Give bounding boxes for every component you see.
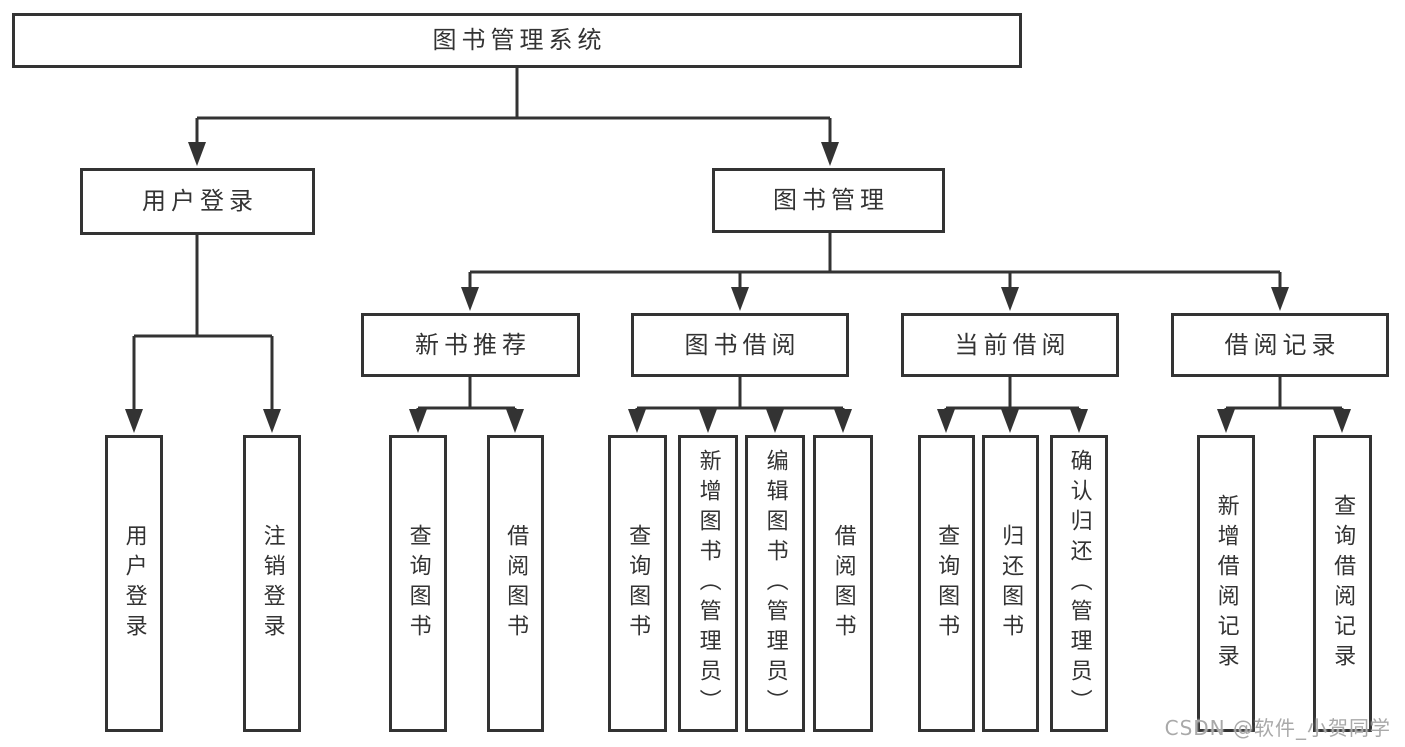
leaf-confirm-return-admin: 确认归还（管理员） — [1050, 435, 1108, 732]
node-library-management-system: 图书管理系统 — [12, 13, 1022, 68]
node-borrow-records: 借阅记录 — [1171, 313, 1389, 377]
node-label: 图书管理 — [773, 186, 889, 215]
node-label: 借阅图书 — [830, 523, 856, 644]
arrow-down-icon — [1217, 409, 1235, 433]
arrow-down-icon — [1001, 287, 1019, 311]
node-label: 当前借阅 — [954, 330, 1071, 359]
node-label: 借阅图书 — [503, 523, 529, 644]
arrow-down-icon — [1001, 409, 1019, 433]
leaf-query-book-recommend: 查询图书 — [389, 435, 447, 732]
leaf-add-book-admin: 新增图书（管理员） — [678, 435, 738, 732]
arrow-down-icon — [1271, 287, 1289, 311]
node-label: 编辑图书（管理员） — [762, 448, 788, 719]
arrow-down-icon — [506, 409, 524, 433]
connector-user-login-children — [132, 235, 274, 411]
node-label: 确认归还（管理员） — [1066, 448, 1092, 719]
node-label: 查询图书 — [405, 523, 431, 644]
connector-book-borrow-children — [635, 377, 845, 410]
node-label: 图书借阅 — [684, 330, 801, 359]
arrow-down-icon — [125, 409, 143, 433]
node-label: 新增借阅记录 — [1213, 493, 1239, 674]
arrow-down-icon — [409, 409, 427, 433]
arrow-down-icon — [821, 142, 839, 166]
connector-new-book-children — [416, 377, 517, 410]
leaf-logout: 注销登录 — [243, 435, 301, 732]
arrow-down-icon — [834, 409, 852, 433]
node-book-borrow: 图书借阅 — [631, 313, 849, 377]
leaf-edit-book-admin: 编辑图书（管理员） — [745, 435, 805, 732]
leaf-return-book: 归还图书 — [982, 435, 1039, 732]
node-current-borrow: 当前借阅 — [901, 313, 1119, 377]
arrow-down-icon — [1070, 409, 1088, 433]
node-label: 归还图书 — [998, 523, 1024, 644]
connector-root-to-level2 — [195, 68, 832, 144]
node-label: 图书管理系统 — [432, 26, 607, 55]
node-label: 用户登录 — [142, 187, 258, 216]
node-label: 新增图书（管理员） — [695, 448, 721, 719]
node-label: 新书推荐 — [415, 330, 531, 359]
node-user-login: 用户登录 — [80, 168, 315, 235]
connector-current-borrow-children — [944, 377, 1081, 410]
leaf-query-book-current: 查询图书 — [918, 435, 975, 732]
arrow-down-icon — [461, 287, 479, 311]
leaf-add-borrow-record: 新增借阅记录 — [1197, 435, 1255, 732]
arrow-down-icon — [699, 409, 717, 433]
leaf-query-borrow-record: 查询借阅记录 — [1313, 435, 1372, 732]
arrowheads — [125, 142, 1351, 433]
connector-borrow-records-children — [1224, 377, 1344, 410]
node-label: 查询图书 — [625, 523, 651, 644]
arrow-down-icon — [731, 287, 749, 311]
arrow-down-icon — [1333, 409, 1351, 433]
node-label: 查询借阅记录 — [1330, 493, 1356, 674]
connector-book-management-children — [468, 233, 1282, 289]
csdn-watermark: CSDN @软件_小贺同学 — [1164, 716, 1391, 740]
arrow-down-icon — [766, 409, 784, 433]
arrow-down-icon — [263, 409, 281, 433]
arrow-down-icon — [628, 409, 646, 433]
node-book-management: 图书管理 — [712, 168, 945, 233]
arrow-down-icon — [188, 142, 206, 166]
leaf-borrow-book: 借阅图书 — [813, 435, 873, 732]
node-label: 查询图书 — [934, 523, 960, 644]
node-label: 注销登录 — [259, 523, 285, 644]
node-label: 借阅记录 — [1224, 330, 1341, 359]
leaf-query-book-borrow: 查询图书 — [608, 435, 667, 732]
leaf-borrow-book-recommend: 借阅图书 — [487, 435, 544, 732]
node-label: 用户登录 — [121, 523, 147, 644]
node-new-book-recommend: 新书推荐 — [361, 313, 580, 377]
arrow-down-icon — [937, 409, 955, 433]
leaf-user-login: 用户登录 — [105, 435, 163, 732]
